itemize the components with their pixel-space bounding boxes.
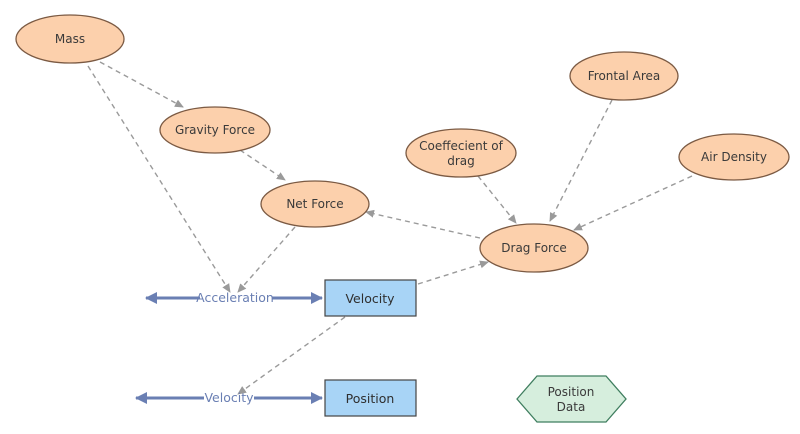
position-stock-box[interactable] [324,379,417,417]
link-drag-force-to-net-force [365,209,481,239]
velocity-flow-label[interactable]: Velocity [204,390,254,405]
coefficient-of-drag-label-line1: Coeffecient of [419,139,504,153]
variable-net-force[interactable]: Net Force [260,180,370,228]
acceleration-flow-label[interactable]: Acceleration [196,290,274,305]
link-velocity-to-drag-force [417,260,489,285]
link-coefficient-to-drag-force [477,175,517,224]
gravity-force-label: Gravity Force [175,123,255,137]
mass-label: Mass [55,32,85,46]
variable-coefficient-of-drag[interactable]: Coeffecient of drag [405,128,517,178]
drag-force-label: Drag Force [501,241,566,255]
links [87,61,693,395]
drag-force-ellipse[interactable] [479,223,589,273]
link-mass-to-gravity-force [99,61,184,108]
frontal-area-label: Frontal Area [588,69,660,83]
coefficient-of-drag-ellipse[interactable] [405,128,517,178]
variable-air-density[interactable]: Air Density [678,133,790,181]
link-mass-to-acceleration [87,65,231,293]
variable-drag-force[interactable]: Drag Force [479,223,589,273]
coefficient-of-drag-label-line2: drag [447,154,475,168]
velocity-stock-box[interactable] [324,279,417,317]
variable-mass[interactable]: Mass [15,14,125,64]
link-frontal-area-to-drag-force [549,99,613,222]
position-data-hexagon[interactable] [516,375,627,423]
variable-frontal-area[interactable]: Frontal Area [569,51,679,101]
link-velocity-stock-to-velocity-flow [237,316,346,395]
velocity-stock-label: Velocity [345,291,395,306]
link-gravity-force-to-net-force [239,149,286,181]
position-stock-label: Position [346,391,395,406]
stock-position[interactable]: Position [324,379,417,417]
link-net-force-to-acceleration [237,226,296,293]
link-air-density-to-drag-force [573,175,693,231]
position-data-label-line1: Position [548,385,595,399]
variable-gravity-force[interactable]: Gravity Force [159,106,271,154]
net-force-label: Net Force [286,197,343,211]
position-data-converter[interactable]: Position Data [516,375,627,423]
flows [135,292,323,404]
gravity-force-ellipse[interactable] [159,106,271,154]
frontal-area-ellipse[interactable] [569,51,679,101]
air-density-ellipse[interactable] [678,133,790,181]
position-data-label-line2: Data [557,400,586,414]
air-density-label: Air Density [701,150,767,164]
net-force-ellipse[interactable] [260,180,370,228]
mass-ellipse[interactable] [15,14,125,64]
stock-velocity[interactable]: Velocity [324,279,417,317]
